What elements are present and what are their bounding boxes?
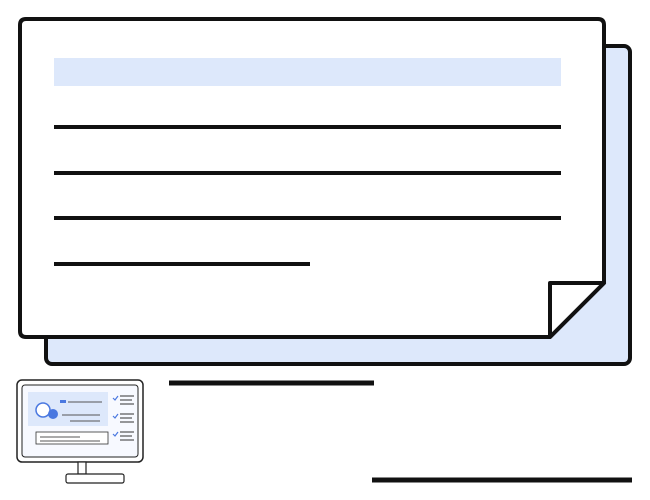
desktop-monitor-icon <box>16 379 144 484</box>
title-placeholder-bar <box>54 58 561 86</box>
page-fold-corner <box>548 281 606 339</box>
front-page <box>18 17 606 339</box>
